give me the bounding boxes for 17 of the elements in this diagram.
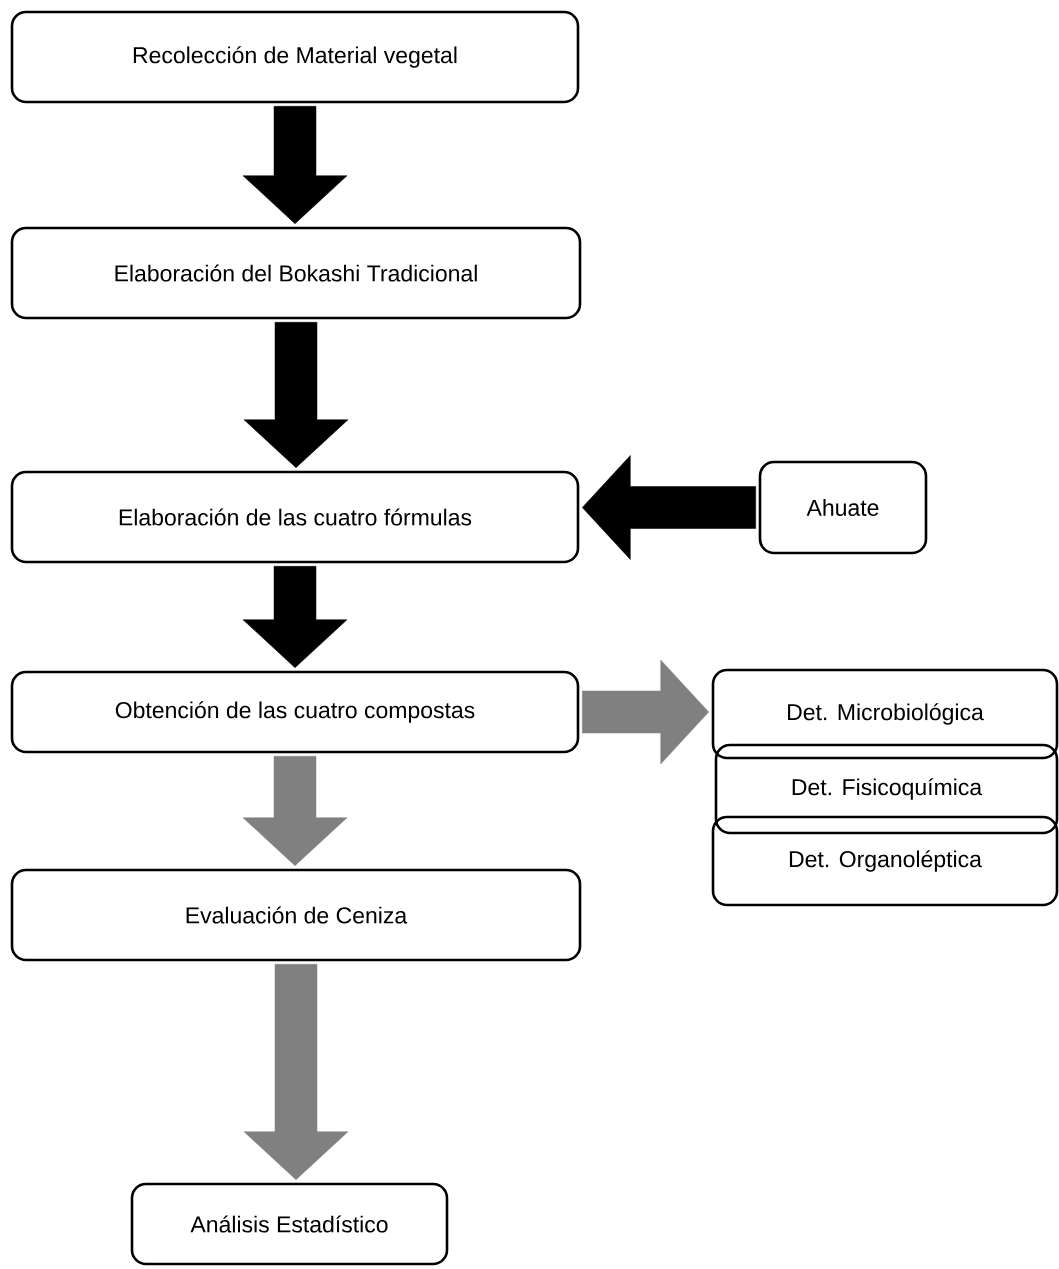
block-arrow: [582, 455, 756, 560]
process-box: Det. Organoléptica: [711, 815, 1059, 907]
process-box: Análisis Estadístico: [130, 1182, 449, 1266]
process-box: Obtención de las cuatro compostas: [10, 670, 580, 754]
process-box: Recolección de Material vegetal: [10, 10, 580, 104]
process-box: Elaboración de las cuatro fórmulas: [10, 470, 580, 564]
block-arrow: [582, 659, 709, 765]
process-box: Det. Microbiológica: [711, 668, 1059, 760]
process-box: Ahuate: [758, 460, 928, 555]
process-box: Det. Fisicoquímica: [714, 743, 1059, 835]
process-box: Evaluación de Ceniza: [10, 868, 582, 962]
block-arrow: [242, 106, 348, 224]
process-box: Elaboración del Bokashi Tradicional: [10, 226, 582, 320]
block-arrow: [243, 322, 349, 468]
block-arrow: [243, 964, 349, 1180]
block-arrow: [242, 756, 348, 866]
block-arrow: [242, 566, 348, 668]
